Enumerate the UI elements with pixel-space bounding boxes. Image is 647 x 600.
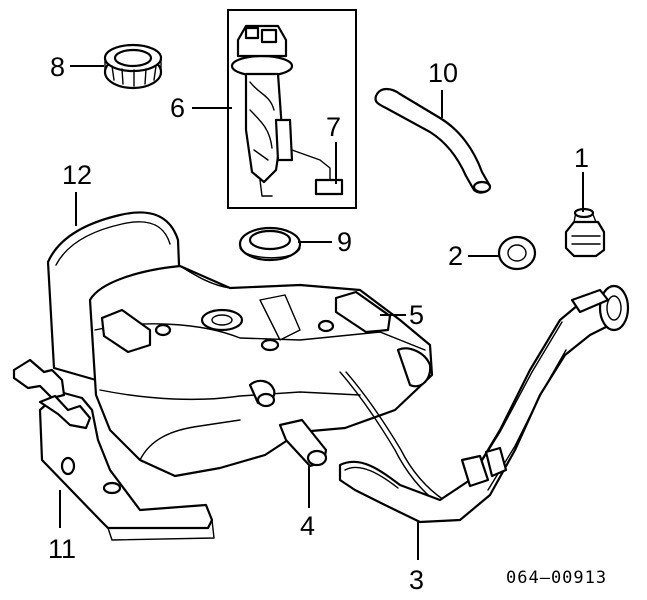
callout-7: 7 <box>326 112 342 142</box>
part-8-lock-ring <box>103 43 163 90</box>
filler-neck <box>338 284 630 524</box>
part-1-filler-cap <box>564 207 606 258</box>
part-2-grommet <box>497 235 537 271</box>
callout-9: 9 <box>337 227 353 257</box>
callout-1: 1 <box>574 143 590 173</box>
part-7-pump-sender <box>259 179 273 197</box>
callout-4: 4 <box>300 511 316 541</box>
fuel-tank <box>88 264 434 478</box>
callout-2: 2 <box>448 241 464 271</box>
diagram-code: 064—00913 <box>506 568 608 588</box>
callout-8: 8 <box>50 52 66 82</box>
callout-11: 11 <box>48 534 77 564</box>
part-9-seal-ring <box>238 226 302 262</box>
callout-5: 5 <box>409 300 425 330</box>
callout-6: 6 <box>170 93 186 123</box>
callout-12: 12 <box>62 160 93 190</box>
part-11-bracket-shield <box>12 358 215 541</box>
part-4-vent-hose <box>248 379 328 468</box>
callout-3: 3 <box>409 565 425 595</box>
part-10-hose <box>374 87 492 194</box>
part-6-fuel-pump-module <box>227 9 357 209</box>
callout-10: 10 <box>428 58 459 88</box>
leader-lines <box>59 65 584 560</box>
